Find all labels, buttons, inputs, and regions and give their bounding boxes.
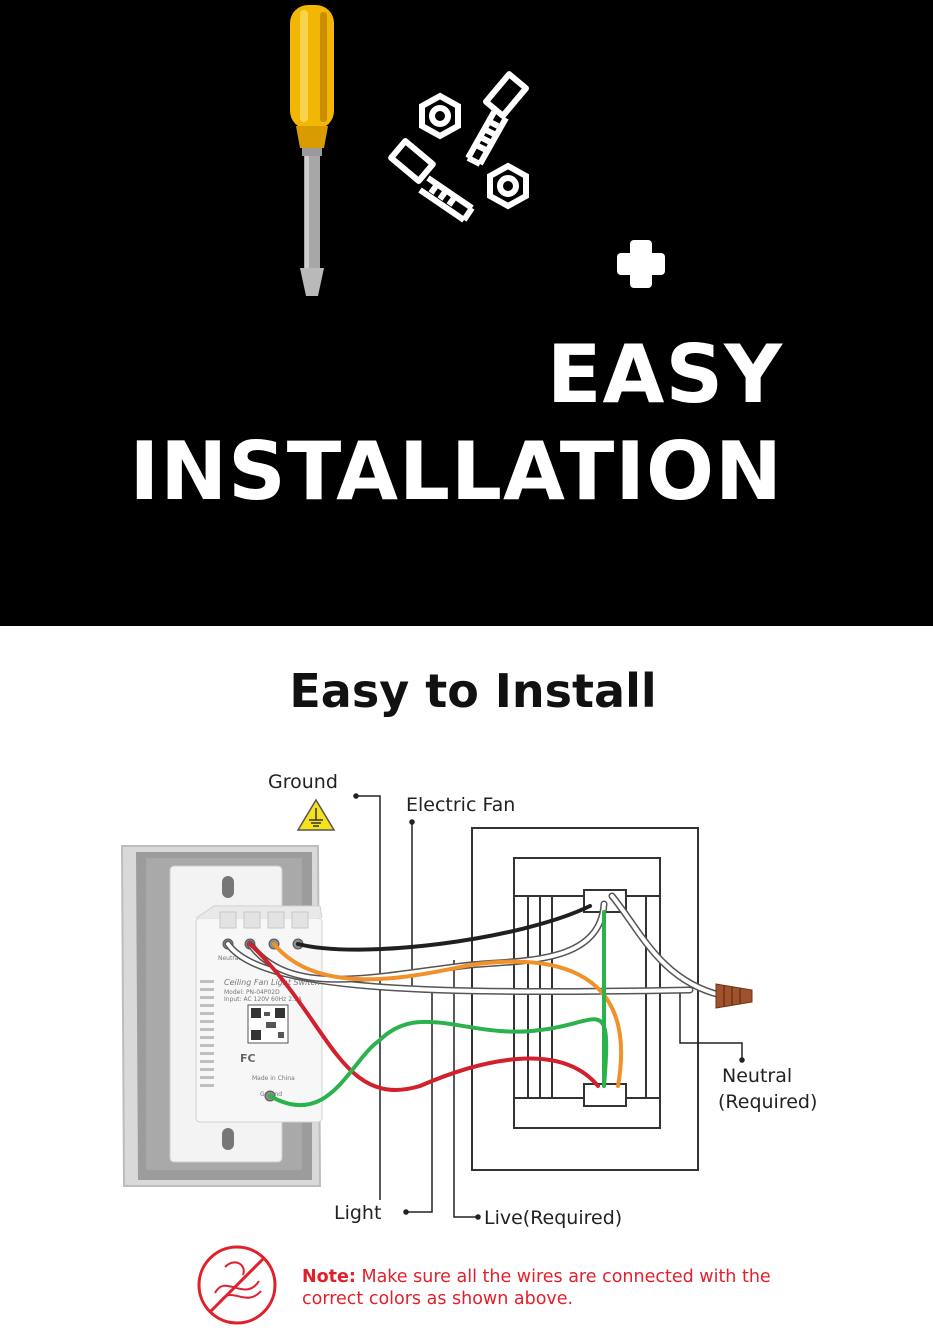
- note-text: Make sure all the wires are connected wi…: [302, 1267, 771, 1309]
- note-prefix: Note:: [302, 1267, 356, 1287]
- plus-icon: [617, 240, 665, 288]
- section-title: Easy to Install: [289, 664, 657, 718]
- hero-banner: EASY INSTALLATION: [0, 0, 933, 626]
- label-neutral: Neutral: [722, 1065, 792, 1087]
- bolt-icon: [465, 71, 529, 167]
- hex-nut-icon: [419, 92, 461, 140]
- wires: [224, 892, 724, 1108]
- screwdriver-icon: [290, 5, 334, 296]
- headline-installation: INSTALLATION: [129, 425, 783, 518]
- switch-label-model: Model: PN-04P02D: [224, 989, 280, 996]
- ground-warning-icon: [296, 798, 336, 831]
- leader-lines: [353, 793, 745, 1220]
- switch-label-input: Input: AC 120V 60Hz 2.5A: [224, 996, 303, 1003]
- switch-label-name: Ceiling Fan Light Switch: [224, 978, 320, 987]
- label-ground: Ground: [268, 771, 338, 793]
- wiring-diagram: Neutral Ceiling Fan Light Switch Model: …: [120, 771, 817, 1229]
- switch-plate: Neutral Ceiling Fan Light Switch Model: …: [120, 845, 323, 1187]
- qr-code-icon: [247, 1004, 289, 1044]
- label-neutral-required: (Required): [718, 1091, 817, 1113]
- switch-label-made: Made in China: [252, 1075, 295, 1082]
- fcc-mark-icon: FC: [240, 1052, 256, 1065]
- switch-tag-neutral: Neutral: [218, 955, 240, 962]
- hero-illustration: [290, 5, 665, 296]
- label-live: Live(Required): [484, 1207, 622, 1229]
- label-light: Light: [334, 1202, 381, 1224]
- hex-nut-icon: [487, 162, 529, 210]
- installation-note: Note: Make sure all the wires are connec…: [302, 1266, 822, 1310]
- no-tangled-wires-icon: [197, 1245, 277, 1325]
- bolt-icon: [388, 138, 475, 223]
- headline-easy: EASY: [546, 328, 783, 421]
- fan-junction-box: [471, 827, 699, 1171]
- label-electric-fan: Electric Fan: [406, 794, 515, 816]
- wire-nut-icon: [715, 983, 753, 1009]
